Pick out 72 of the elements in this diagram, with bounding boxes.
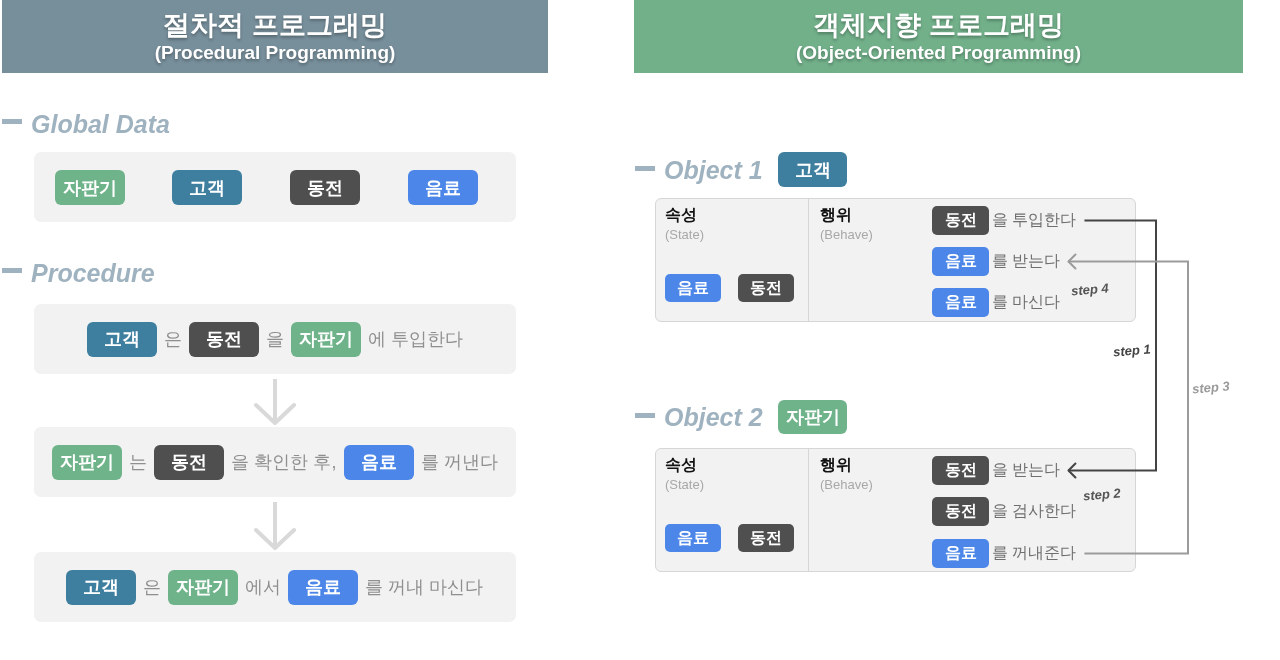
keyword-tag: 동전 bbox=[932, 497, 989, 526]
section-heading: Object 1 bbox=[664, 155, 763, 186]
section-heading: Object 2 bbox=[664, 402, 763, 433]
keyword-tag: 음료 bbox=[932, 288, 989, 317]
header-subtitle: (Object-Oriented Programming) bbox=[796, 40, 1081, 65]
method-text: 를 꺼내준다 bbox=[992, 539, 1077, 568]
method-text: 을 검사한다 bbox=[992, 497, 1077, 526]
step-connector bbox=[1067, 253, 1189, 555]
sentence-fragment: 를 꺼낸다 bbox=[420, 451, 498, 474]
section-heading: Procedure bbox=[31, 258, 155, 289]
step-box bbox=[34, 427, 516, 497]
section-title: 속성 bbox=[665, 206, 697, 224]
object-card bbox=[655, 198, 1136, 322]
keyword-tag: 고객 bbox=[66, 569, 137, 605]
flow-arrow bbox=[254, 502, 296, 550]
method-text: 를 마신다 bbox=[992, 288, 1061, 317]
edge-label: step 1 bbox=[1112, 341, 1152, 360]
section-heading: Global Data bbox=[31, 109, 170, 140]
keyword-tag: 음료 bbox=[665, 524, 721, 552]
header-band bbox=[634, 0, 1243, 73]
keyword-tag: 고객 bbox=[87, 321, 157, 357]
method-text: 을 투입한다 bbox=[992, 206, 1077, 235]
step-note: step 4 bbox=[1070, 280, 1110, 299]
keyword-tag: 자판기 bbox=[55, 170, 125, 205]
sentence-fragment: 에 투입한다 bbox=[368, 328, 463, 351]
method-text: 을 받는다 bbox=[992, 456, 1061, 485]
section-title: 속성 bbox=[665, 456, 697, 474]
keyword-tag: 음료 bbox=[665, 274, 721, 302]
keyword-tag: 고객 bbox=[778, 152, 847, 187]
header-band bbox=[2, 0, 548, 73]
keyword-tag: 자판기 bbox=[168, 569, 239, 605]
keyword-tag: 자판기 bbox=[291, 321, 361, 357]
keyword-tag: 음료 bbox=[408, 170, 478, 205]
keyword-tag: 동전 bbox=[154, 444, 225, 480]
section-subtitle: (Behave) bbox=[820, 477, 873, 493]
keyword-tag: 동전 bbox=[738, 274, 794, 302]
header-title: 객체지향 프로그래밍 bbox=[813, 8, 1064, 41]
sentence-fragment: 을 bbox=[266, 328, 284, 351]
edge-label: step 3 bbox=[1191, 378, 1231, 397]
method-text: 를 받는다 bbox=[992, 247, 1061, 276]
keyword-tag: 음료 bbox=[343, 444, 414, 480]
section-subtitle: (State) bbox=[665, 227, 704, 243]
section-subtitle: (State) bbox=[665, 477, 704, 493]
keyword-tag: 음료 bbox=[932, 247, 989, 276]
data-panel bbox=[34, 152, 516, 222]
sentence-fragment: 를 꺼내 마신다 bbox=[365, 576, 484, 599]
step-box bbox=[34, 552, 516, 622]
keyword-tag: 동전 bbox=[932, 456, 989, 485]
sentence-fragment: 을 확인한 후, bbox=[231, 451, 337, 474]
step-connector bbox=[1067, 219, 1157, 479]
sentence-fragment: 은 bbox=[164, 328, 182, 351]
object-card bbox=[655, 448, 1136, 572]
sentence-fragment: 는 bbox=[129, 451, 148, 474]
header-title: 절차적 프로그래밍 bbox=[163, 8, 387, 41]
keyword-tag: 자판기 bbox=[778, 400, 847, 434]
step-note: step 2 bbox=[1082, 485, 1122, 504]
sentence-fragment: 은 bbox=[143, 576, 162, 599]
section-title: 행위 bbox=[820, 456, 852, 474]
keyword-tag: 음료 bbox=[288, 569, 359, 605]
keyword-tag: 동전 bbox=[290, 170, 360, 205]
header-subtitle: (Procedural Programming) bbox=[154, 40, 396, 65]
keyword-tag: 동전 bbox=[932, 206, 989, 235]
step-box bbox=[34, 304, 516, 374]
keyword-tag: 자판기 bbox=[52, 444, 123, 480]
keyword-tag: 동전 bbox=[189, 321, 259, 357]
keyword-tag: 동전 bbox=[738, 524, 794, 552]
keyword-tag: 음료 bbox=[932, 539, 989, 568]
flow-arrow bbox=[254, 379, 296, 425]
section-title: 행위 bbox=[820, 206, 852, 224]
sentence-fragment: 에서 bbox=[245, 576, 282, 599]
keyword-tag: 고객 bbox=[172, 170, 242, 205]
section-subtitle: (Behave) bbox=[820, 227, 873, 243]
